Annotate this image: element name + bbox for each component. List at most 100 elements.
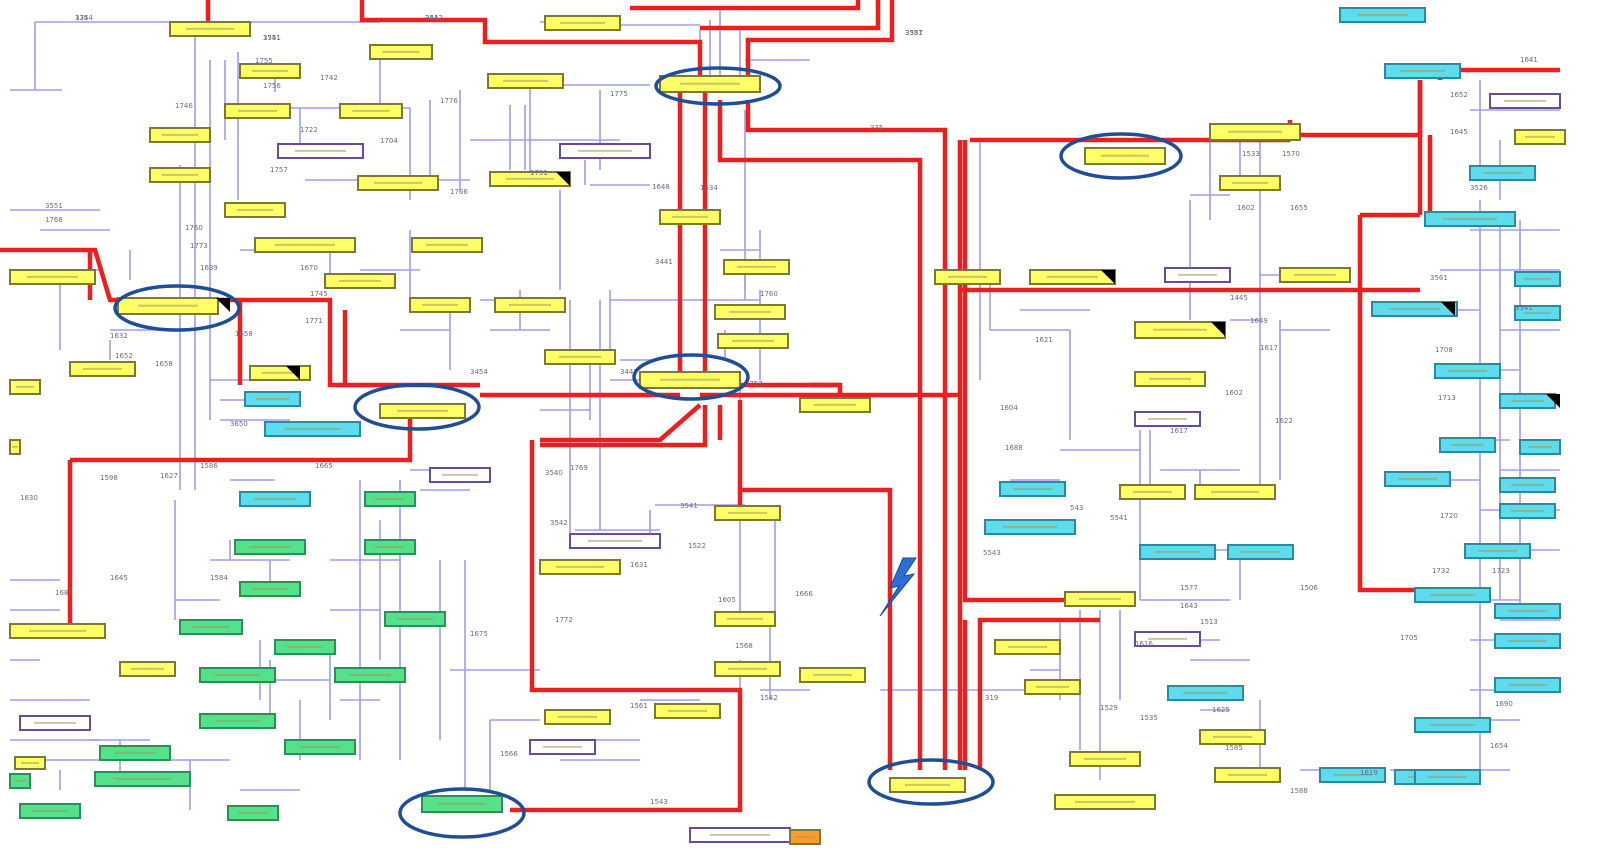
station-node bbox=[9, 379, 41, 395]
station-label-blur bbox=[1483, 171, 1522, 174]
station-node bbox=[1227, 544, 1294, 560]
line-number-label: 1745 bbox=[310, 290, 328, 298]
thick-line bbox=[510, 687, 743, 813]
station-node bbox=[1139, 544, 1216, 560]
line-number-label: 1658 bbox=[155, 360, 173, 368]
station-label-blur bbox=[1149, 377, 1191, 380]
station-label-blur bbox=[556, 565, 604, 568]
line-number-label: 1605 bbox=[718, 596, 736, 604]
station-node bbox=[1054, 794, 1156, 810]
station-node bbox=[149, 167, 211, 183]
line-number-label: 1746 bbox=[175, 102, 193, 110]
station-label-blur bbox=[710, 833, 770, 836]
line-number-label: 1641 bbox=[1520, 56, 1538, 64]
station-node bbox=[1384, 63, 1461, 79]
line-number-label: 1585 bbox=[1225, 744, 1243, 752]
station-node bbox=[384, 611, 446, 627]
station-label-blur bbox=[238, 811, 268, 814]
station-label-blur bbox=[506, 177, 554, 180]
station-label-blur bbox=[1357, 13, 1408, 16]
station-label-blur bbox=[1241, 550, 1280, 553]
line-number-label: 1621 bbox=[1035, 336, 1053, 344]
station-node bbox=[1384, 471, 1451, 487]
thick-line bbox=[359, 0, 703, 90]
station-label-blur bbox=[1183, 691, 1228, 694]
station-label-blur bbox=[262, 371, 298, 374]
line-number-label: 1713 bbox=[1438, 394, 1456, 402]
station-label-blur bbox=[237, 208, 273, 211]
station-node bbox=[1029, 269, 1116, 285]
station-node bbox=[149, 127, 211, 143]
line-number-label: 3443 bbox=[620, 368, 638, 376]
thin-connection-lines bbox=[10, 10, 1560, 810]
line-number-label: 1652 bbox=[1450, 91, 1468, 99]
line-number-label: 3540 bbox=[545, 469, 563, 477]
highlight-ellipse bbox=[654, 66, 782, 106]
station-label-blur bbox=[374, 181, 422, 184]
thick-line bbox=[529, 440, 620, 693]
station-node bbox=[284, 739, 356, 755]
station-node bbox=[489, 171, 571, 187]
station-label-blur bbox=[215, 719, 260, 722]
corner-marker bbox=[216, 298, 230, 312]
station-node bbox=[1414, 717, 1491, 733]
station-label-blur bbox=[672, 215, 708, 218]
station-node bbox=[224, 202, 286, 218]
line-number-label: 1775 bbox=[610, 90, 628, 98]
station-label-blur bbox=[680, 82, 740, 85]
station-node bbox=[1194, 484, 1276, 500]
line-number-label: 341 bbox=[425, 14, 438, 22]
station-node bbox=[334, 667, 406, 683]
station-label-blur bbox=[339, 279, 381, 282]
station-node bbox=[889, 777, 966, 793]
station-label-blur bbox=[438, 802, 486, 805]
line-number-label: 1666 bbox=[795, 590, 813, 598]
line-number-label: 1522 bbox=[688, 542, 706, 550]
station-node bbox=[1371, 301, 1458, 317]
line-number-label: 1771 bbox=[305, 317, 323, 325]
station-label-blur bbox=[1389, 307, 1440, 310]
line-number-label: 1720 bbox=[1440, 512, 1458, 520]
station-node bbox=[529, 739, 596, 755]
station-node bbox=[1499, 477, 1556, 493]
line-number-label: 1445 bbox=[1230, 294, 1248, 302]
line-number-label: 1776 bbox=[440, 97, 458, 105]
station-node bbox=[9, 269, 96, 285]
line-number-label: 3441 bbox=[655, 258, 673, 266]
station-label-blur bbox=[1443, 217, 1497, 220]
station-node bbox=[494, 297, 566, 313]
station-node bbox=[689, 827, 791, 843]
highlight-ellipse bbox=[632, 353, 750, 401]
line-number-label: 1722 bbox=[300, 126, 318, 134]
line-number-label: 1751 bbox=[530, 169, 548, 177]
station-label-blur bbox=[1153, 328, 1207, 331]
station-label-blur bbox=[1428, 775, 1467, 778]
station-node bbox=[799, 397, 871, 413]
station-node bbox=[569, 533, 661, 549]
station-label-blur bbox=[1013, 487, 1052, 490]
station-node bbox=[1519, 439, 1561, 455]
station-node bbox=[1219, 175, 1281, 191]
line-number-label: 3541 bbox=[680, 502, 698, 510]
station-node bbox=[934, 269, 1001, 285]
station-label-blur bbox=[1508, 609, 1547, 612]
thick-line bbox=[717, 100, 923, 770]
thick-line bbox=[977, 617, 1100, 770]
station-label-blur bbox=[426, 243, 468, 246]
line-number-label: 1760 bbox=[760, 290, 778, 298]
station-label-blur bbox=[559, 355, 601, 358]
line-number-label: 1604 bbox=[1000, 404, 1018, 412]
station-node bbox=[1134, 371, 1206, 387]
line-number-label: 1625 bbox=[1212, 706, 1230, 714]
station-label-blur bbox=[1525, 135, 1555, 138]
line-number-label: 1732 bbox=[1432, 567, 1450, 575]
station-node bbox=[19, 803, 81, 819]
station-node bbox=[274, 639, 336, 655]
station-node bbox=[1069, 751, 1141, 767]
station-node bbox=[717, 333, 789, 349]
station-label-blur bbox=[578, 149, 632, 152]
station-label-blur bbox=[543, 745, 582, 748]
station-label-blur bbox=[192, 625, 230, 628]
line-number-label: 1639 bbox=[200, 264, 218, 272]
line-number-label: 1645 bbox=[110, 574, 128, 582]
